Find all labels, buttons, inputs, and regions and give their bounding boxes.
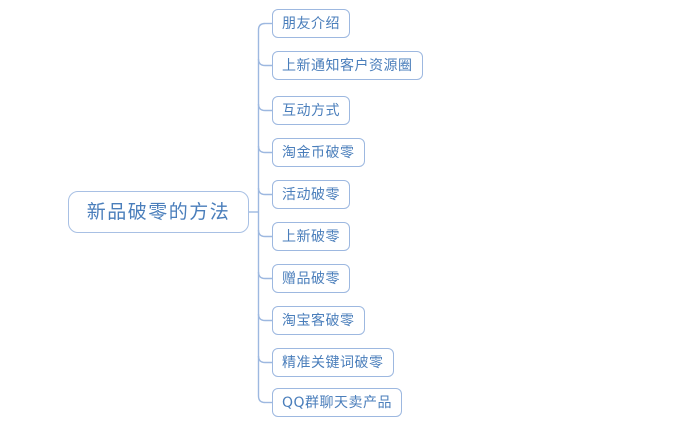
connector-branch-6: [257, 229, 272, 238]
mindmap-child-node-9[interactable]: 精准关键词破零: [272, 348, 394, 377]
mindmap-root-node[interactable]: 新品破零的方法: [68, 191, 249, 233]
mindmap-child-node-6[interactable]: 上新破零: [272, 222, 350, 251]
connector-branch-7: [257, 271, 272, 280]
child-node-label: 朋友介绍: [282, 15, 340, 32]
connector-branch-3: [257, 103, 272, 112]
connector-branch-8: [257, 313, 272, 322]
child-node-label: 精准关键词破零: [282, 354, 384, 371]
child-node-label: 上新通知客户资源圈: [282, 57, 413, 74]
connector-branch-9: [257, 355, 272, 364]
mindmap-child-node-5[interactable]: 活动破零: [272, 180, 350, 209]
connector-trunk: [257, 22, 266, 404]
child-node-label: 淘宝客破零: [282, 312, 355, 329]
child-node-label: 上新破零: [282, 228, 340, 245]
child-node-label: 淘金币破零: [282, 144, 355, 161]
connector-branch-5: [257, 187, 272, 196]
mindmap-child-node-8[interactable]: 淘宝客破零: [272, 306, 365, 335]
mindmap-child-node-1[interactable]: 朋友介绍: [272, 9, 350, 38]
mindmap-child-node-2[interactable]: 上新通知客户资源圈: [272, 51, 423, 80]
mindmap-child-node-4[interactable]: 淘金币破零: [272, 138, 365, 167]
child-node-label: QQ群聊天卖产品: [282, 394, 393, 411]
child-node-label: 互动方式: [282, 102, 340, 119]
mindmap-child-node-10[interactable]: QQ群聊天卖产品: [272, 388, 403, 417]
child-node-label: 活动破零: [282, 186, 340, 203]
child-node-label: 赠品破零: [282, 270, 340, 287]
mindmap-child-node-3[interactable]: 互动方式: [272, 96, 350, 125]
connector-branch-2: [257, 58, 272, 67]
mindmap-child-node-7[interactable]: 赠品破零: [272, 264, 350, 293]
root-node-label: 新品破零的方法: [86, 200, 231, 223]
connector-branch-4: [257, 145, 272, 154]
